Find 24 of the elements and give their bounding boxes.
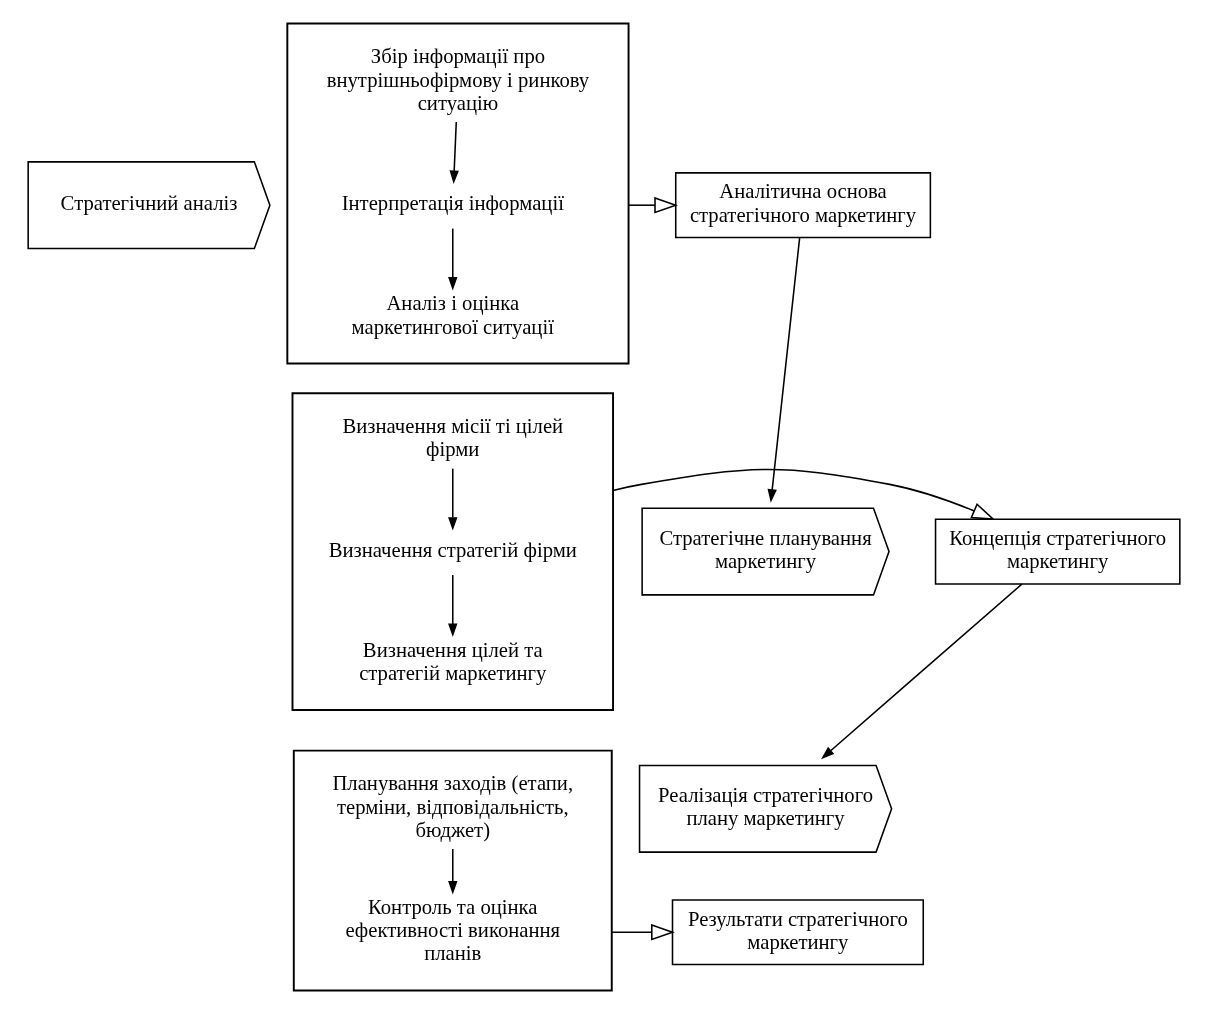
node-text: Контроль та оцінка ефективності виконання планів <box>345 895 561 965</box>
arrow <box>449 121 459 184</box>
node-text: Збір інформації про внутрішньофірмову і ринкову ситуацію <box>326 45 590 114</box>
node-text: Аналіз і оцінка маркетингової ситуації <box>351 292 554 338</box>
cluster <box>292 749 613 992</box>
cluster <box>286 22 630 365</box>
node-text: Визначення місії ті цілей фірми <box>342 415 564 461</box>
arrow <box>448 227 458 291</box>
cluster <box>291 392 614 711</box>
arrow <box>448 467 458 531</box>
arrow <box>448 848 458 895</box>
node-text: Визначення цілей та стратегій маркетингу <box>359 638 547 684</box>
arrow <box>611 923 675 941</box>
arrow <box>627 196 679 214</box>
node-text: Інтерпретація інформації <box>341 192 564 215</box>
arrow <box>767 236 801 503</box>
node-box: Аналітична основа стратегічного маркетингу <box>674 172 932 239</box>
arrow <box>821 583 1023 760</box>
node-text: Визначення стратегій фірми <box>328 538 577 561</box>
arrow <box>448 574 458 637</box>
node-box: Результати стратегічного маркетингу <box>671 899 925 966</box>
node-box: Концепція стратегічного маркетингу <box>934 518 1181 585</box>
node-text: Планування заходів (етапи, терміни, відповідальність, бюджет) <box>332 772 574 841</box>
arrow <box>612 468 996 521</box>
